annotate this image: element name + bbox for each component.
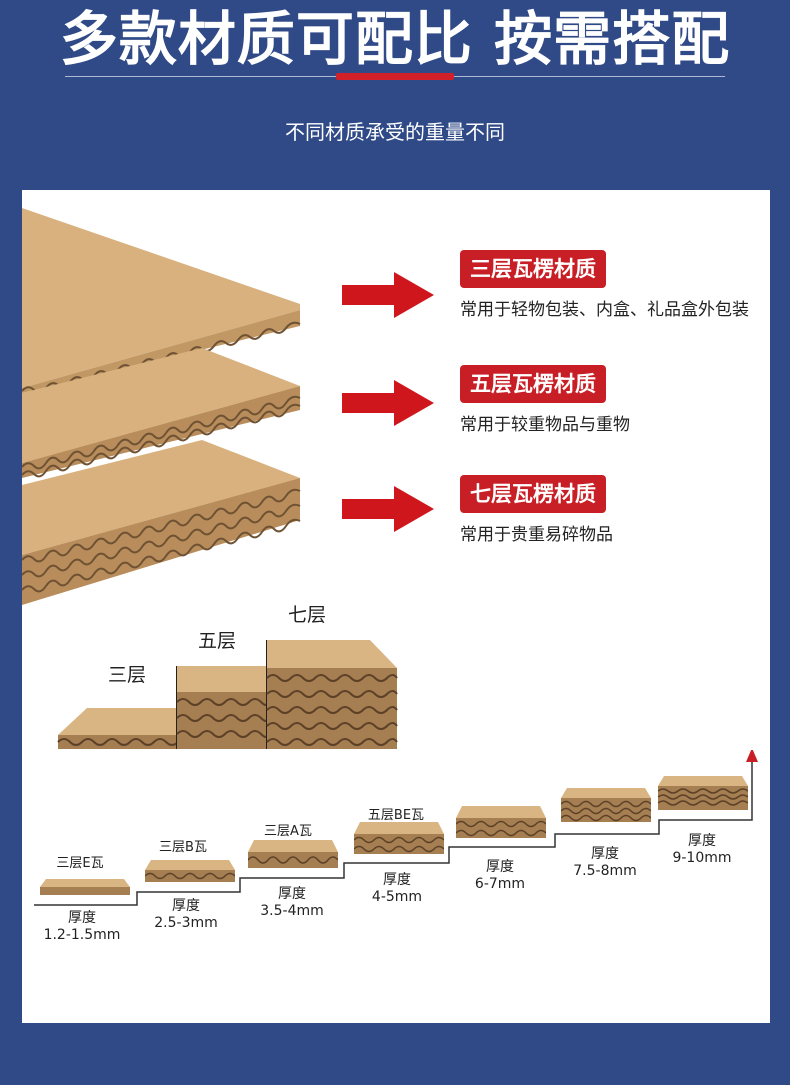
stair-label-7-layer: 七层: [288, 604, 327, 626]
arrow-right-icon: [342, 272, 434, 318]
arrow-right-icon: [342, 486, 434, 532]
thickness-name-3: 三层A瓦: [264, 824, 312, 839]
sample-b-flute-image: [145, 860, 235, 882]
stair-label-5-layer: 五层: [198, 630, 237, 652]
sample-9-10mm-image: [658, 776, 748, 810]
content-panel: 三层瓦楞材质 常用于轻物包装、内盒、礼品盒外包装 五层瓦楞材质 常用于较重物品与…: [22, 190, 770, 1023]
thickness-name-1: 三层E瓦: [56, 856, 104, 871]
stair-label-3-layer: 三层: [108, 664, 147, 686]
thickness-name-4: 五层BE瓦: [367, 808, 425, 823]
page-title: 多款材质可配比 按需搭配: [59, 5, 731, 73]
material-badge-3-layer: 三层瓦楞材质: [460, 250, 606, 288]
sample-e-flute-image: [40, 879, 130, 895]
material-desc-5-layer: 常用于较重物品与重物: [460, 415, 630, 435]
sample-be-flute-image: [354, 822, 444, 854]
thickness-name-2: 三层B瓦: [159, 840, 207, 855]
material-badge-5-layer: 五层瓦楞材质: [460, 365, 606, 403]
material-badge-7-layer: 七层瓦楞材质: [460, 475, 606, 513]
board-5-layer-image: [22, 348, 301, 478]
sample-a-flute-image: [248, 840, 338, 868]
sample-6-7mm-image: [456, 806, 546, 838]
layer-stairs-image: [57, 640, 398, 749]
title-divider-accent: [336, 73, 454, 80]
thickness-step-line: [34, 750, 758, 906]
material-desc-3-layer: 常用于轻物包装、内盒、礼品盒外包装: [460, 300, 749, 320]
sample-7-5-8mm-image: [561, 788, 651, 822]
board-7-layer-image: [22, 440, 301, 605]
page-subtitle: 不同材质承受的重量不同: [285, 120, 505, 144]
arrow-right-icon: [342, 380, 434, 426]
material-desc-7-layer: 常用于贵重易碎物品: [460, 525, 613, 545]
